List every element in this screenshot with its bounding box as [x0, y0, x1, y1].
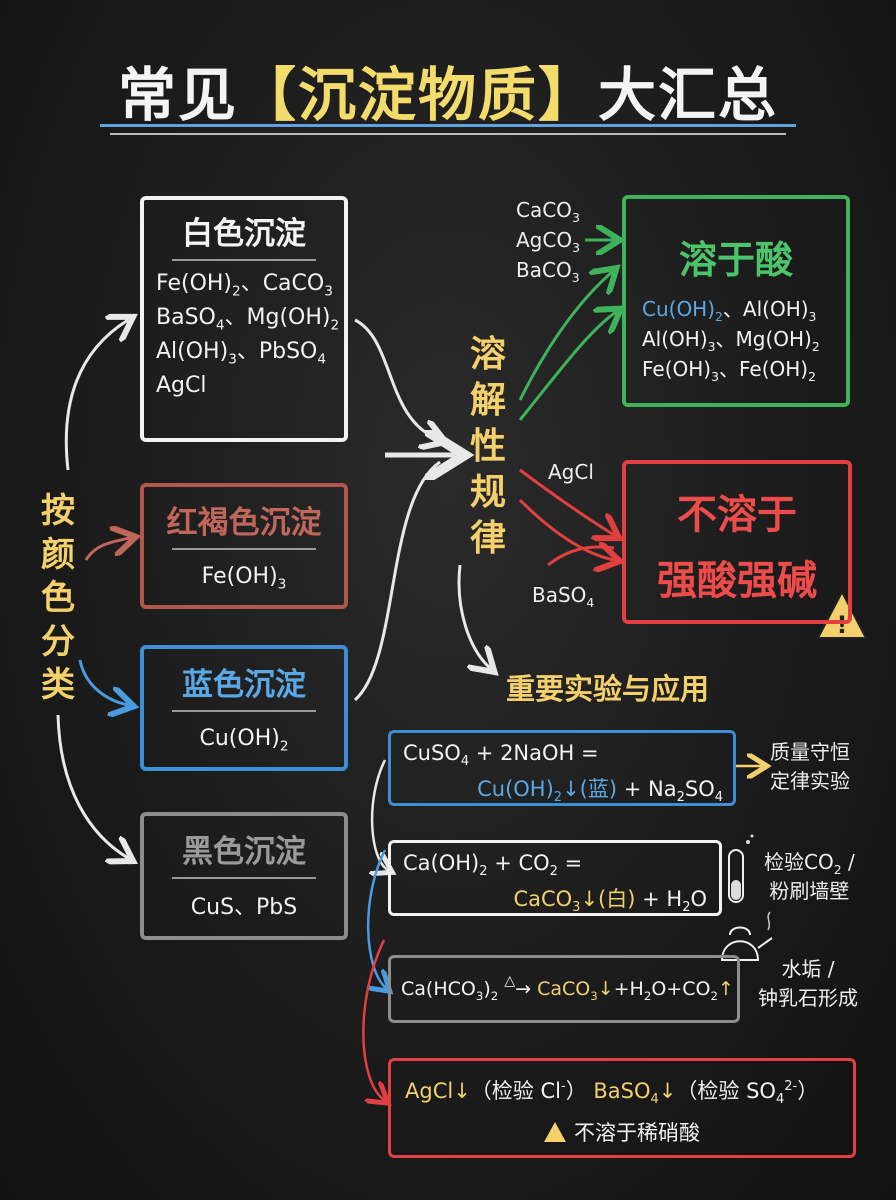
- baso4-label: BaSO4: [532, 583, 595, 610]
- agcl-label: AgCl: [548, 460, 594, 484]
- reaction-2-line-2: CaCO3↓(白) + H2O: [513, 887, 707, 916]
- reaction-box-1: CuSO4 + 2NaOH = Cu(OH)2↓(蓝) + Na2SO4: [388, 730, 736, 806]
- reaction-box-3: Ca(HCO3)2 △→ CaCO3↓+H2O+CO2↑: [388, 955, 740, 1023]
- title-suffix: 大汇总: [598, 61, 779, 129]
- arrow-branch-1: [372, 759, 388, 870]
- acid-box-heading: 溶于酸: [678, 238, 793, 282]
- reaction-box-2: Ca(OH)2 + CO2 = CaCO3↓(白) + H2O: [388, 840, 722, 916]
- acid-side-list: CaCO3 AgCO3 BaCO3: [516, 195, 580, 285]
- acid-box-line: Cu(OH)2、Al(OH)3: [642, 297, 817, 324]
- insoluble-line-1: 不溶于: [677, 492, 797, 538]
- arrow-center-apps: [457, 564, 490, 668]
- black-box-heading: 黑色沉淀: [182, 834, 306, 870]
- arrow-center-acid-2: [518, 312, 616, 421]
- blue-box-divider: [172, 710, 316, 712]
- reaction-1-line-1: CuSO4 + 2NaOH =: [403, 741, 599, 770]
- arrow-branch-3: [362, 939, 384, 1100]
- arrow-side-insol: [547, 545, 615, 567]
- reaction-3-note: 水垢 /钟乳石形成: [758, 957, 858, 1010]
- center-char: 性: [469, 426, 506, 468]
- white-box-line: BaSO4、Mg(OH)2: [156, 305, 340, 334]
- arrow-center-insol-1: [519, 468, 614, 535]
- final-line-2-wrap: 不溶于稀硝酸: [391, 1117, 853, 1147]
- arrow-center-insol-2: [518, 498, 614, 560]
- arrow-white-center: [354, 318, 440, 440]
- acid-side-item: AgCO3: [516, 228, 580, 255]
- insoluble-line-2: 强酸强碱: [657, 558, 817, 604]
- white-box-line: Al(OH)3、PbSO4: [156, 339, 327, 368]
- acid-box-line: Fe(OH)3、Fe(OH)2: [642, 357, 816, 384]
- warning-icon: !: [816, 589, 868, 639]
- reaction-2-line-1: Ca(OH)2 + CO2 =: [403, 851, 583, 880]
- left-char: 分: [41, 621, 75, 662]
- center-char: 解: [469, 380, 506, 422]
- arrow-to-red: [84, 538, 130, 561]
- arrow-to-white: [64, 320, 128, 471]
- blue-box-heading: 蓝色沉淀: [182, 667, 306, 703]
- test-tube-icon: [728, 834, 754, 903]
- black-precipitate-box: 黑色沉淀 CuS、PbS: [140, 812, 348, 940]
- arrow-to-black: [56, 714, 128, 858]
- center-char: 溶: [469, 334, 506, 375]
- white-precipitate-box: 白色沉淀 Fe(OH)2、CaCO3 BaSO4、Mg(OH)2 Al(OH)3…: [140, 196, 348, 442]
- title-underline-white: [110, 133, 786, 135]
- center-char: 规: [469, 472, 506, 514]
- white-box-body: Fe(OH)2、CaCO3 BaSO4、Mg(OH)2 Al(OH)3、PbSO…: [144, 261, 344, 403]
- black-box-divider: [172, 877, 316, 879]
- reaction-1-line-2: Cu(OH)2↓(蓝) + Na2SO4: [477, 777, 723, 806]
- final-line-2: 不溶于稀硝酸: [574, 1121, 700, 1145]
- acid-box-body: Cu(OH)2、Al(OH)3 Al(OH)3、Mg(OH)2 Fe(OH)3、…: [626, 284, 846, 384]
- red-box-heading: 红褐色沉淀: [166, 505, 322, 541]
- reaction-1-note: 质量守恒定律实验: [770, 740, 850, 793]
- acid-box-line: Al(OH)3、Mg(OH)2: [642, 327, 820, 354]
- title-underline-blue: [100, 124, 796, 127]
- title-highlight: 【沉淀物质】: [237, 61, 598, 129]
- final-line-1: AgCl↓（检验 Cl-） BaSO4↓（检验 SO42-）: [405, 1079, 819, 1108]
- reaction-2-note: 检验CO2 /粉刷墙壁: [764, 850, 855, 903]
- applications-heading: 重要实验与应用: [506, 672, 710, 706]
- insoluble-box: 不溶于 强酸强碱: [622, 460, 852, 624]
- left-char: 类: [41, 665, 75, 706]
- left-char: 颜: [41, 534, 75, 575]
- black-box-body: CuS、PbS: [190, 895, 298, 920]
- arrow-center-acid-1: [518, 272, 612, 401]
- title-prefix: 常见: [117, 61, 238, 129]
- acid-side-item: BaCO3: [516, 258, 580, 285]
- white-box-line: Fe(OH)2、CaCO3: [156, 271, 333, 300]
- blue-precipitate-box: 蓝色沉淀 Cu(OH)2: [140, 645, 348, 771]
- white-box-line: AgCl: [156, 373, 207, 399]
- acid-side-item: CaCO3: [516, 198, 580, 225]
- left-char: 色: [41, 578, 75, 619]
- solubility-rule-label: 溶 解 性 规 律: [468, 332, 508, 562]
- white-box-divider: [172, 259, 316, 261]
- kettle-icon: [720, 911, 773, 961]
- page-title: 常见【沉淀物质】大汇总: [0, 48, 896, 132]
- reaction-3-line: Ca(HCO3)2 △→ CaCO3↓+H2O+CO2↑: [401, 973, 734, 1003]
- red-box-body: Fe(OH)3: [201, 564, 287, 593]
- final-note-box: AgCl↓（检验 Cl-） BaSO4↓（检验 SO42-） 不溶于稀硝酸: [388, 1058, 856, 1158]
- classify-by-color-label: 按 颜 色 分 类: [38, 490, 78, 708]
- red-box-divider: [172, 548, 316, 550]
- center-char: 律: [469, 518, 506, 560]
- red-brown-precipitate-box: 红褐色沉淀 Fe(OH)3: [140, 483, 348, 609]
- blue-box-body: Cu(OH)2: [199, 726, 289, 755]
- arrow-blue-center: [354, 460, 441, 702]
- soluble-in-acid-box: 溶于酸 Cu(OH)2、Al(OH)3 Al(OH)3、Mg(OH)2 Fe(O…: [622, 195, 850, 407]
- arrow-to-blue: [78, 659, 128, 705]
- warning-small-icon: [544, 1122, 566, 1142]
- white-box-heading: 白色沉淀: [182, 216, 306, 252]
- left-char: 按: [41, 491, 75, 531]
- arrow-branch-2: [368, 849, 386, 988]
- svg-text:!: !: [837, 611, 848, 639]
